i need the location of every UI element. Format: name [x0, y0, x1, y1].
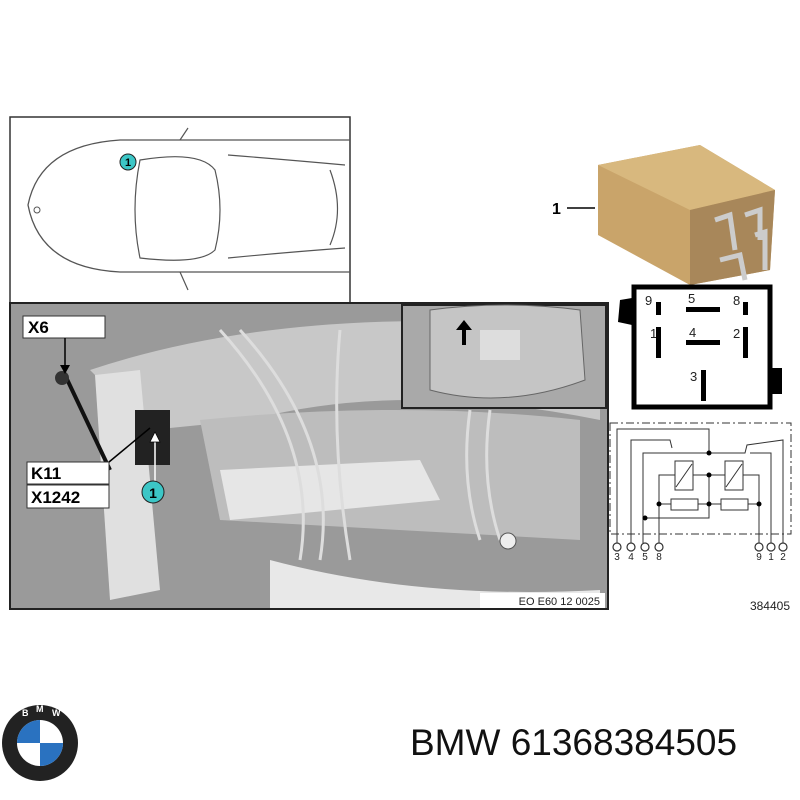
schematic-pin-1: 1: [768, 552, 774, 563]
pin-label-4: 4: [689, 325, 696, 340]
installation-photo: X6 K11 X1242 1 EO E60 12 0025: [9, 302, 609, 610]
pin-label-2: 2: [733, 326, 740, 341]
relay-schematic: [609, 422, 792, 552]
label-x1242: X1242: [31, 488, 80, 507]
callout-number: 1: [125, 157, 131, 169]
pin-label-1: 1: [650, 326, 657, 341]
pin-label-8: 8: [733, 293, 740, 308]
schematic-pin-5: 5: [642, 552, 648, 563]
part-title: BMW 61368384505: [410, 722, 738, 763]
svg-text:B: B: [22, 708, 29, 718]
callout-badge: [119, 153, 137, 171]
bmw-logo: B M W: [2, 704, 78, 781]
pin-label-3: 3: [690, 369, 697, 384]
schematic-pin-2: 2: [780, 552, 786, 563]
drawing-number: 384405: [750, 599, 790, 613]
relay-callout: 1: [552, 201, 561, 218]
pin-label-5: 5: [688, 291, 695, 306]
relay-pinout: 9 5 8 1 4 2 3: [618, 284, 782, 410]
relay-picture: 1: [552, 145, 775, 285]
arrow-up-icon: [456, 320, 472, 345]
schematic-pin-8: 8: [656, 552, 662, 563]
svg-text:W: W: [52, 708, 61, 718]
label-k11: K11: [31, 464, 61, 483]
callout-number: 1: [149, 485, 157, 501]
schematic-pin-3: 3: [614, 552, 620, 563]
svg-text:M: M: [36, 704, 44, 714]
schematic-pin-4: 4: [628, 552, 634, 563]
car-location-diagram: 1: [9, 116, 351, 304]
pin-label-9: 9: [645, 293, 652, 308]
label-x6: X6: [28, 318, 49, 337]
schematic-pin-9: 9: [756, 552, 762, 563]
image-code: EO E60 12 0025: [519, 596, 600, 608]
